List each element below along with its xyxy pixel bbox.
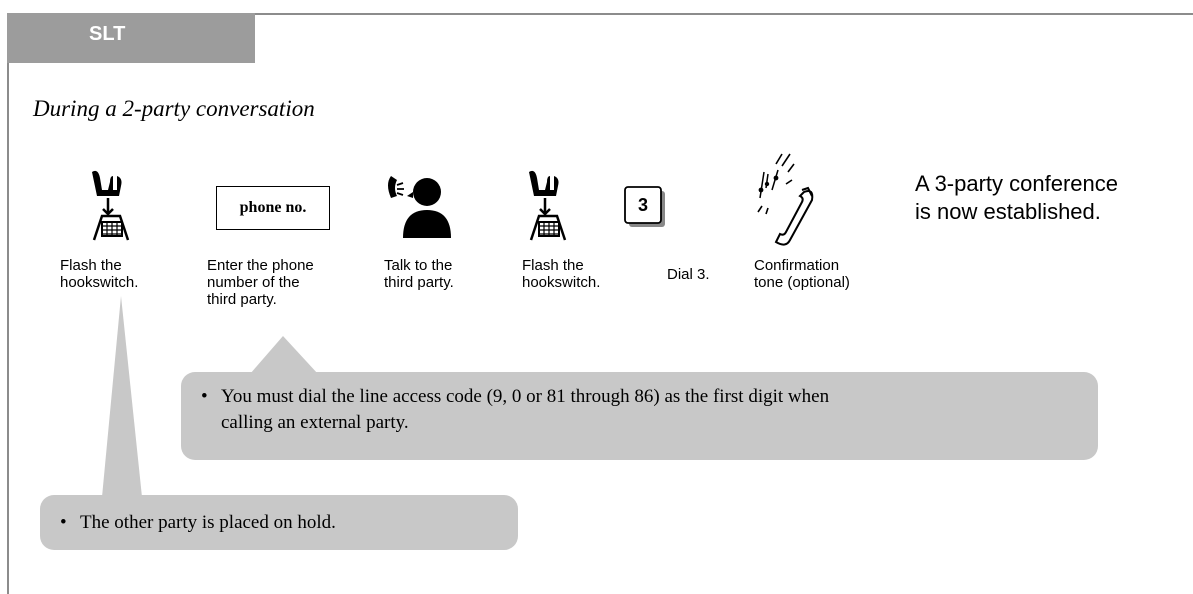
step-caption: Talk to the third party. — [384, 257, 454, 291]
dial-key-label: 3 — [637, 194, 648, 215]
step-caption: Flash the hookswitch. — [522, 257, 601, 291]
note-text: The other party is placed on hold. — [80, 512, 336, 533]
talking-person-icon — [388, 176, 451, 238]
hold-callout-pointer — [102, 296, 142, 497]
section-frame-top — [7, 13, 1193, 15]
dial-key-icon: 3 — [624, 186, 665, 227]
note-text: You must dial the line access code (9, 0… — [221, 386, 830, 433]
line-access-callout-pointer — [250, 336, 318, 374]
subheading: During a 2-party conversation — [33, 96, 315, 121]
result-text: A 3-party conference is now established. — [915, 171, 1119, 224]
note-bullet: • — [201, 386, 208, 407]
confirmation-tone-icon — [757, 153, 814, 246]
section-tab: SLT — [7, 13, 255, 63]
phone-number-box: phone no. — [216, 186, 330, 230]
step-caption: Dial 3. — [667, 266, 710, 283]
step-caption: Confirmation tone (optional) — [754, 257, 850, 291]
hold-note: • The other party is placed on hold. — [60, 510, 510, 536]
note-bullet: • — [60, 512, 67, 533]
hookswitch-icon — [529, 170, 567, 241]
line-access-note: • You must dial the line access code (9,… — [201, 384, 1071, 436]
hold-callout-bubble — [40, 495, 518, 550]
hookswitch-icon — [92, 170, 130, 241]
line-access-callout-bubble — [181, 372, 1098, 460]
step-caption: Enter the phone number of the third part… — [207, 257, 314, 308]
section-tab-label: SLT — [89, 23, 126, 45]
section-frame-left — [7, 13, 9, 594]
step-caption: Flash the hookswitch. — [60, 257, 139, 291]
